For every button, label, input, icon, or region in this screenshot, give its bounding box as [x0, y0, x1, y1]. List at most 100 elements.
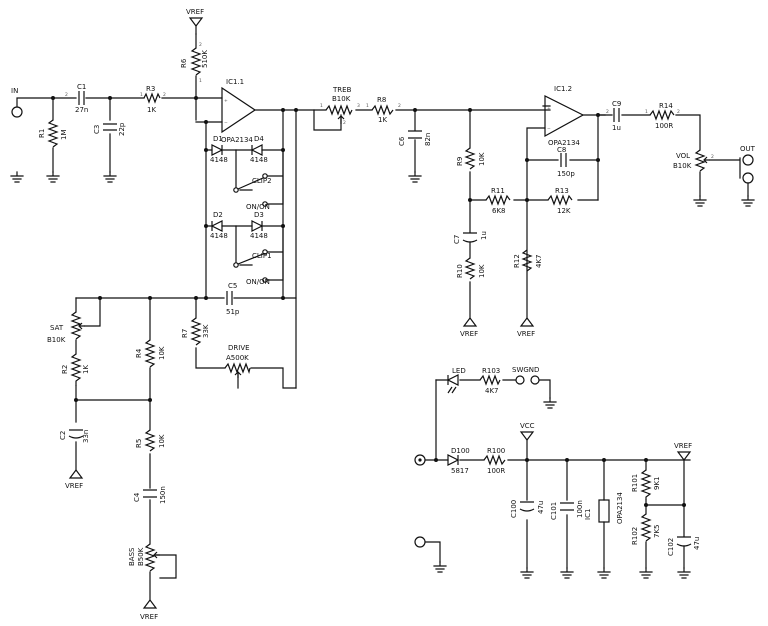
- svg-text:12K: 12K: [557, 207, 571, 215]
- svg-text:VREF: VREF: [186, 8, 204, 16]
- resistor-r101: R101 9K1: [631, 469, 661, 500]
- svg-text:+: +: [547, 106, 551, 112]
- svg-text:R101: R101: [631, 474, 639, 492]
- svg-text:ON/ON: ON/ON: [246, 278, 270, 286]
- pot-drive[interactable]: DRIVE A500K: [224, 344, 251, 378]
- vref-rail-bass: VREF: [140, 599, 158, 621]
- svg-text:4148: 4148: [250, 232, 268, 240]
- svg-text:100R: 100R: [487, 467, 505, 475]
- svg-text:1u: 1u: [612, 124, 621, 132]
- svg-text:VREF: VREF: [460, 330, 478, 338]
- svg-text:VREF: VREF: [65, 482, 83, 490]
- svg-text:5817: 5817: [451, 467, 469, 475]
- svg-text:DRIVE: DRIVE: [228, 344, 250, 352]
- pot-vol[interactable]: VOL B10K: [673, 149, 710, 172]
- resistor-r100: R100 100R: [483, 447, 506, 475]
- capacitor-c100: C100 47u: [510, 500, 545, 518]
- svg-text:C102: C102: [667, 538, 675, 556]
- resistor-r11: R11 6K8: [485, 187, 511, 215]
- capacitor-c5: C5 51p: [226, 282, 240, 316]
- svg-text:OPA2134: OPA2134: [616, 492, 624, 524]
- resistor-r13: R13 12K: [547, 187, 573, 215]
- svg-text:IC1: IC1: [584, 509, 592, 520]
- capacitor-c6: C6 82n: [398, 130, 432, 146]
- svg-text:10K: 10K: [478, 152, 486, 166]
- svg-text:R13: R13: [555, 187, 569, 195]
- vref-rail-r10: VREF: [460, 317, 478, 338]
- diode-led: LED: [446, 367, 466, 394]
- capacitor-c3: C3 22p: [93, 122, 126, 136]
- svg-text:+: +: [224, 98, 228, 104]
- svg-text:SWGND: SWGND: [512, 366, 539, 374]
- svg-text:R102: R102: [631, 527, 639, 545]
- resistor-r1: R1 1M: [38, 119, 68, 148]
- svg-text:1: 1: [199, 78, 202, 84]
- svg-text:1: 1: [140, 92, 143, 98]
- power-input-jack[interactable]: [414, 454, 426, 548]
- svg-text:OPA2134: OPA2134: [548, 139, 580, 147]
- svg-text:B10K: B10K: [332, 95, 351, 103]
- resistor-r7: R7 33K: [181, 317, 210, 346]
- svg-text:10K: 10K: [158, 346, 166, 360]
- pot-bass[interactable]: BASS B50K: [128, 543, 160, 572]
- resistor-r12: R12 4K7: [513, 249, 543, 272]
- svg-text:VREF: VREF: [674, 442, 692, 450]
- resistor-r8: R8 1K: [371, 96, 394, 124]
- capacitor-c102: C102 47u: [667, 536, 701, 556]
- diode-d100: D100 5817: [447, 447, 470, 475]
- diode-d2: D2 4148: [210, 211, 228, 240]
- opamp-ic1-1: + − IC1.1 OPA2134: [221, 78, 257, 144]
- svg-text:B50K: B50K: [137, 547, 145, 566]
- output-jack[interactable]: OUT: [740, 145, 756, 197]
- opamp-ic1-power: IC1 OPA2134: [584, 492, 624, 524]
- svg-text:10K: 10K: [158, 434, 166, 448]
- svg-text:1K: 1K: [147, 106, 156, 114]
- svg-text:510K: 510K: [201, 50, 209, 68]
- svg-text:33K: 33K: [202, 324, 210, 338]
- vref-rail-r12: VREF: [517, 317, 535, 338]
- svg-text:D1: D1: [213, 135, 223, 143]
- switch-clip1[interactable]: CLIP1 ON/ON: [233, 249, 272, 286]
- svg-text:IC1.1: IC1.1: [226, 78, 244, 86]
- svg-text:47u: 47u: [693, 537, 701, 550]
- svg-text:R7: R7: [181, 329, 189, 338]
- switch-clip2[interactable]: CLIP2 ON/ON: [233, 173, 272, 211]
- capacitor-c1: C1 27n: [75, 83, 88, 114]
- svg-text:150p: 150p: [557, 170, 575, 178]
- junctions: [51, 96, 686, 507]
- svg-text:1M: 1M: [60, 130, 68, 141]
- svg-text:1: 1: [366, 103, 369, 109]
- svg-text:D2: D2: [213, 211, 223, 219]
- capacitor-c9: C9 1u: [612, 100, 621, 132]
- svg-text:R12: R12: [513, 254, 521, 268]
- svg-text:A500K: A500K: [226, 354, 249, 362]
- svg-text:VREF: VREF: [140, 613, 158, 621]
- vref-rail-top: VREF: [186, 8, 204, 35]
- svg-text:6K8: 6K8: [492, 207, 506, 215]
- svg-text:C1: C1: [77, 83, 86, 91]
- svg-text:1u: 1u: [480, 231, 488, 240]
- svg-text:C3: C3: [93, 125, 101, 134]
- svg-text:R2: R2: [61, 365, 69, 374]
- svg-text:R5: R5: [135, 439, 143, 448]
- svg-text:R11: R11: [491, 187, 505, 195]
- resistor-r4: R4 10K: [135, 339, 166, 368]
- svg-text:C4: C4: [133, 492, 141, 502]
- svg-text:CLIP1: CLIP1: [252, 252, 272, 260]
- svg-text:−: −: [224, 121, 228, 126]
- pot-treb[interactable]: TREB B10K: [325, 86, 353, 124]
- svg-text:BASS: BASS: [128, 547, 136, 566]
- svg-text:R14: R14: [659, 102, 673, 110]
- svg-text:R1: R1: [38, 129, 46, 138]
- svg-text:2: 2: [398, 103, 401, 109]
- svg-text:C8: C8: [557, 146, 566, 154]
- svg-text:4148: 4148: [210, 232, 228, 240]
- svg-text:51p: 51p: [226, 308, 240, 316]
- capacitor-c4: C4 150n: [133, 486, 167, 504]
- svg-text:7K5: 7K5: [653, 525, 661, 539]
- svg-text:OPA2134: OPA2134: [221, 136, 253, 144]
- pot-sat[interactable]: SAT B10K: [47, 311, 85, 344]
- svg-text:IC1.2: IC1.2: [554, 85, 572, 93]
- swgnd-switch[interactable]: SWGND: [512, 366, 540, 385]
- input-jack[interactable]: IN: [11, 87, 23, 118]
